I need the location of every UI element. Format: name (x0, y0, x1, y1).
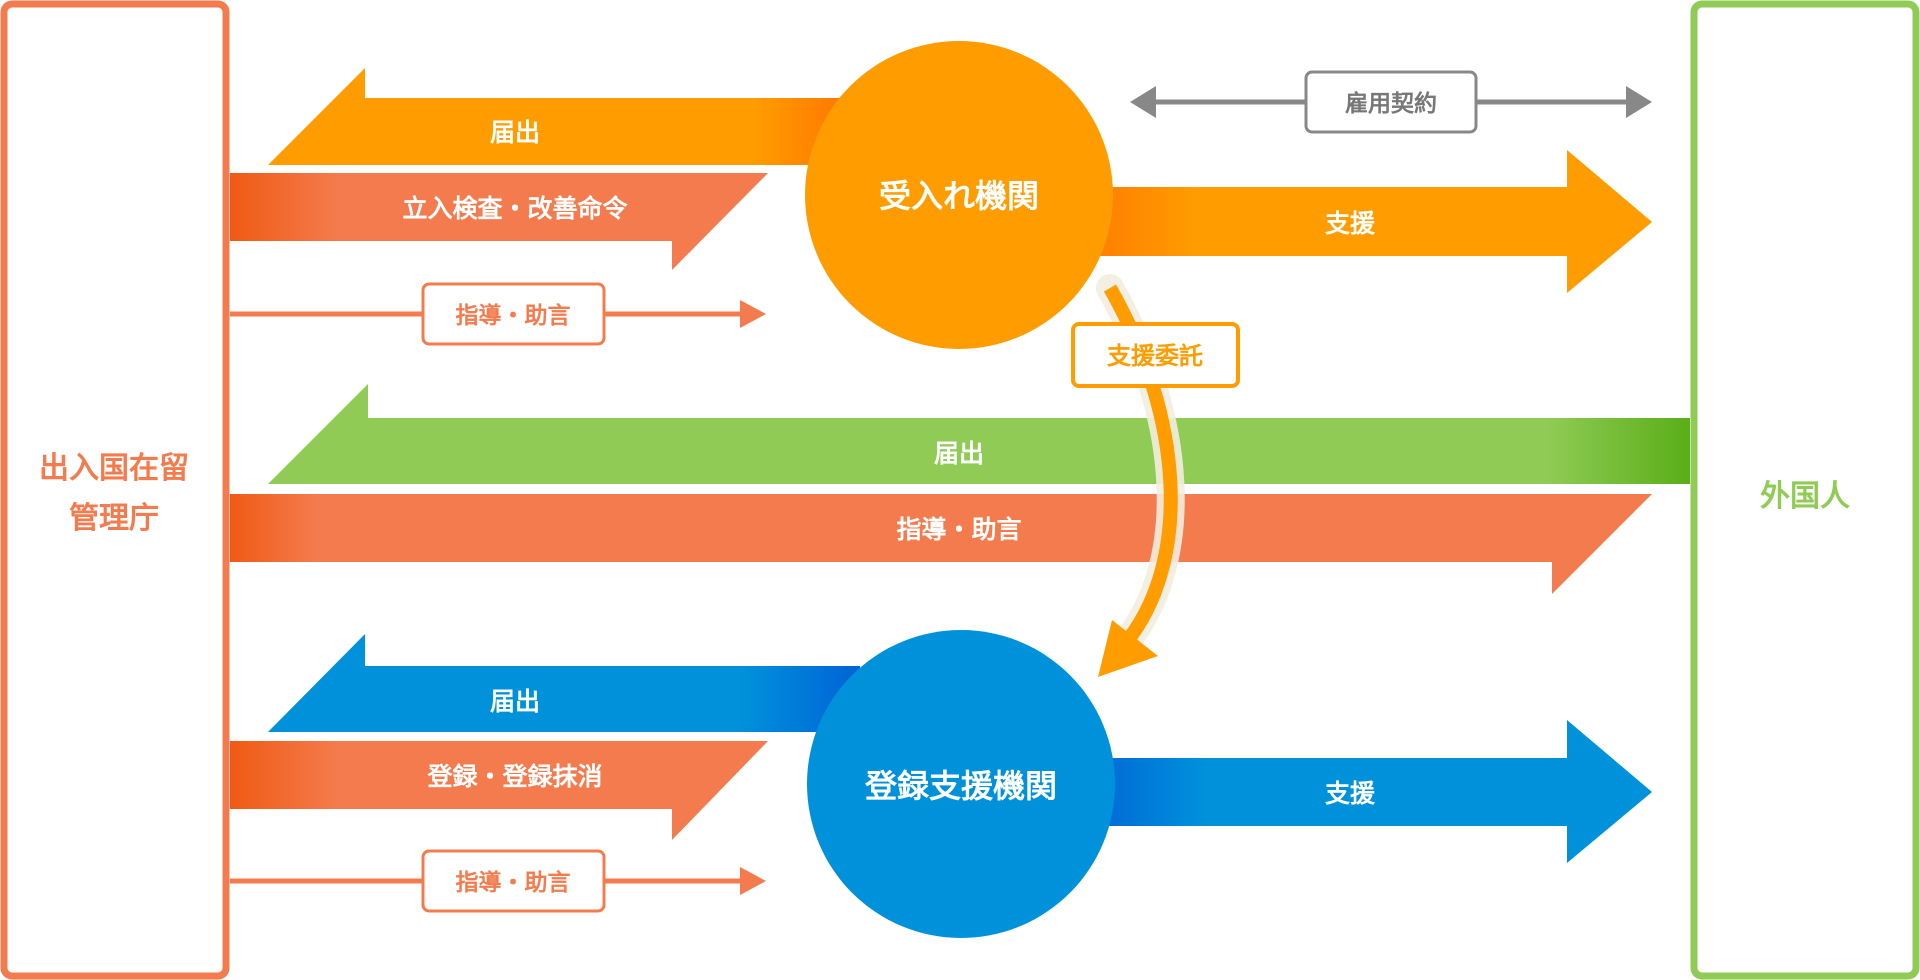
support-org-circle (807, 630, 1115, 938)
foreign-notify-arrow (268, 384, 1690, 484)
support-register-label: 登録・登録抹消 (426, 762, 602, 791)
foreign-national-box (1690, 0, 1920, 980)
host-notify-arrow (268, 68, 840, 165)
immigration-agency-label-line1: 出入国在留 (39, 451, 189, 486)
contract-arrowhead-right (1626, 86, 1652, 118)
entrust-label: 支援委託 (1107, 342, 1203, 370)
support-notify-label: 届出 (490, 687, 540, 716)
host-support-label: 支援 (1325, 209, 1376, 238)
foreign-national-label: 外国人 (1760, 479, 1850, 514)
immigration-agency-box (0, 0, 230, 980)
host-guidance-arrowhead (740, 300, 766, 328)
support-guidance-box (421, 849, 606, 913)
support-register-arrow (230, 741, 768, 840)
host-guidance-box (421, 282, 606, 346)
support-support-arrow (1080, 720, 1652, 863)
host-org-circle (805, 41, 1113, 349)
foreign-guidance-label: 指導・助言 (896, 515, 1021, 544)
support-org-label: 登録支援機関 (864, 767, 1057, 805)
foreign-notify-label: 届出 (934, 439, 984, 468)
support-support-label: 支援 (1325, 779, 1376, 808)
host-inspect-label: 立入検査・改善命令 (402, 194, 628, 223)
entrust-box (1071, 322, 1240, 388)
support-guidance-arrowhead (740, 867, 766, 895)
contract-box (1304, 70, 1478, 134)
support-notify-arrow (268, 634, 860, 732)
immigration-agency-label-line2: 管理庁 (69, 501, 159, 536)
foreign-guidance-arrow (230, 494, 1652, 594)
host-inspect-arrow (230, 173, 768, 270)
support-guidance-label: 指導・助言 (456, 869, 571, 896)
contract-label: 雇用契約 (1345, 90, 1437, 117)
host-notify-label: 届出 (490, 118, 540, 147)
host-org-label: 受入れ機関 (879, 177, 1039, 215)
host-guidance-label: 指導・助言 (456, 302, 571, 329)
entrust-arrowhead (1098, 620, 1158, 677)
contract-arrowhead-left (1130, 86, 1156, 118)
host-support-arrow (1080, 150, 1652, 293)
